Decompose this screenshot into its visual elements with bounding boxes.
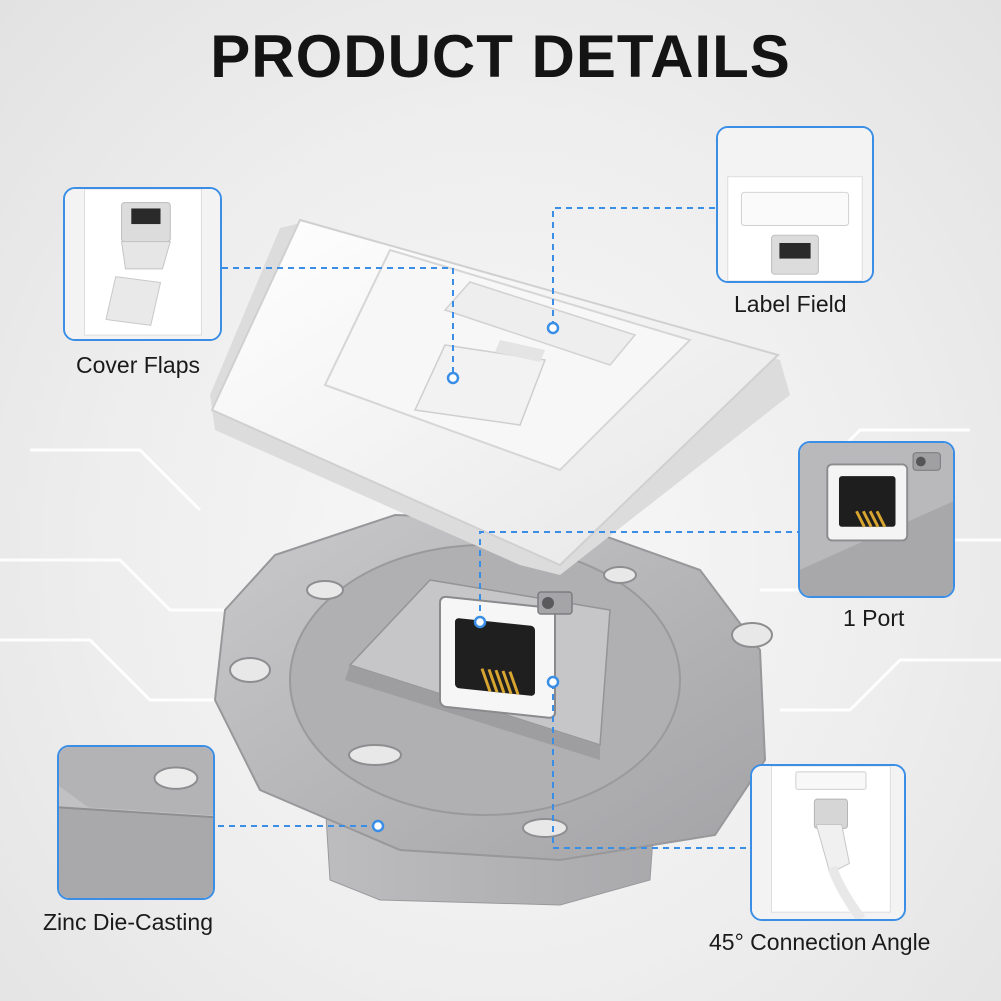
- cover-flaps-label: Cover Flaps: [76, 352, 200, 378]
- zinc-label: Zinc Die-Casting: [43, 909, 213, 935]
- mounting-frame: [213, 513, 773, 906]
- page-title: PRODUCT DETAILS: [210, 23, 791, 90]
- port-callout-image: [798, 441, 955, 598]
- label-field-callout-image: [716, 126, 874, 283]
- angle-callout-image: [750, 764, 906, 921]
- label-field-detail-icon: [718, 128, 872, 281]
- port-label: 1 Port: [843, 605, 905, 631]
- rj45-port-detail-icon: [800, 443, 953, 596]
- connection-angle-detail-icon: [752, 766, 904, 919]
- cover-flaps-detail-icon: [65, 189, 220, 339]
- callout-anchor-dots: [371, 321, 560, 833]
- angle-label: 45° Connection Angle: [709, 929, 931, 955]
- label-field-label: Label Field: [734, 291, 847, 317]
- zinc-callout-image: [57, 745, 215, 900]
- cover-flaps-callout-image: [63, 187, 222, 341]
- callout-connectors: [218, 207, 798, 849]
- cover-plate: [210, 218, 790, 575]
- zinc-die-casting-detail-icon: [59, 747, 213, 898]
